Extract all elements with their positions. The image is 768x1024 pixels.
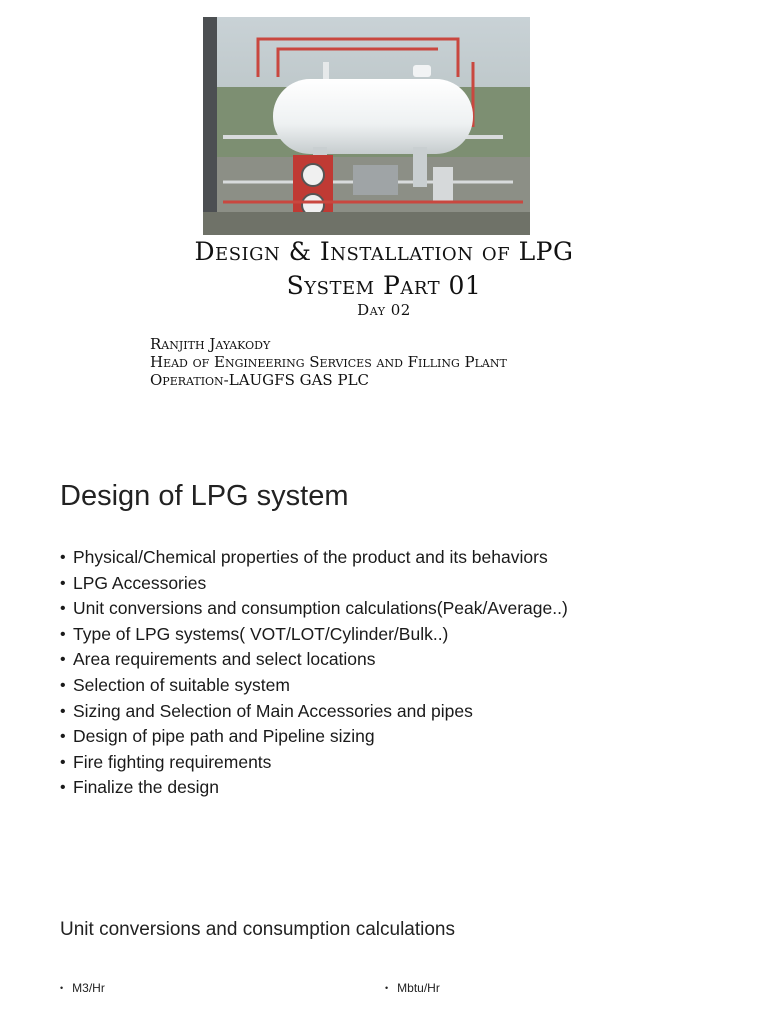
list-item-text: Area requirements and select locations	[73, 649, 376, 670]
list-item-text: Selection of suitable system	[73, 674, 290, 695]
bullet-icon: •	[60, 728, 66, 746]
unit-item-text: M3/Hr	[72, 981, 105, 995]
list-item-text: Design of pipe path and Pipeline sizing	[73, 726, 375, 747]
bullet-icon: •	[60, 574, 66, 592]
list-item-text: Type of LPG systems( VOT/LOT/Cylinder/Bu…	[73, 623, 449, 644]
bullet-icon: •	[60, 753, 66, 771]
bullet-icon: •	[60, 702, 66, 720]
lpg-tank-photo	[203, 17, 530, 235]
author-role-line-2: Operation-LAUGFS GAS PLC	[150, 371, 370, 389]
list-item-text: Sizing and Selection of Main Accessories…	[73, 700, 473, 721]
author-name: Ranjith Jayakody	[150, 335, 271, 353]
bullet-icon: •	[60, 600, 66, 618]
list-item-text: Fire fighting requirements	[73, 751, 272, 772]
list-item-text: LPG Accessories	[73, 572, 207, 593]
design-topics-list: • Physical/Chemical properties of the pro…	[60, 545, 568, 801]
list-item: • Sizing and Selection of Main Accessorie…	[60, 699, 568, 725]
list-item-text: Physical/Chemical properties of the prod…	[73, 547, 548, 567]
bullet-icon: •	[60, 651, 66, 669]
section-heading: Design of LPG system	[60, 480, 349, 512]
list-item: • Selection of suitable system	[60, 673, 568, 699]
list-item: • Type of LPG systems( VOT/LOT/Cylinder/B…	[60, 622, 568, 648]
unit-item-m3-hr: • M3/Hr	[60, 979, 105, 997]
bullet-icon: •	[60, 676, 66, 694]
bullet-icon: •	[60, 549, 66, 566]
list-item: • Physical/Chemical properties of the pro…	[60, 545, 568, 571]
list-item: • Fire fighting requirements	[60, 750, 568, 776]
list-item: • Finalize the design	[60, 775, 568, 801]
presentation-title-line-2: System Part 01	[286, 271, 482, 300]
unit-item-text: Mbtu/Hr	[397, 981, 440, 995]
presentation-title-line-1: Design & Installation of LPG	[194, 237, 574, 266]
list-item-text: Unit conversions and consumption calcula…	[73, 598, 568, 619]
bullet-icon: •	[385, 983, 389, 993]
presentation-day: Day 02	[357, 301, 411, 319]
list-item: • Unit conversions and consumption calcul…	[60, 596, 568, 622]
author-role-line-1: Head of Engineering Services and Filling…	[150, 353, 507, 371]
list-item: • Design of pipe path and Pipeline sizing	[60, 724, 568, 750]
unit-item-mbtu-hr: • Mbtu/Hr	[385, 979, 440, 997]
list-item: • LPG Accessories	[60, 571, 568, 597]
list-item: • Area requirements and select locations	[60, 647, 568, 673]
bullet-icon: •	[60, 625, 66, 643]
lpg-tank-illustration	[203, 17, 530, 235]
next-section-heading: Unit conversions and consumption calcula…	[60, 919, 455, 940]
bullet-icon: •	[60, 983, 64, 993]
bullet-icon: •	[60, 779, 66, 797]
list-item-text: Finalize the design	[73, 777, 219, 798]
